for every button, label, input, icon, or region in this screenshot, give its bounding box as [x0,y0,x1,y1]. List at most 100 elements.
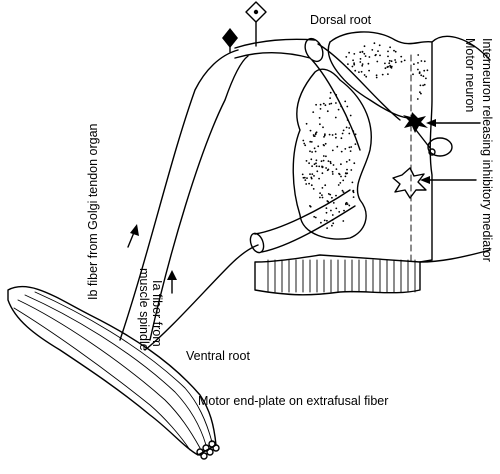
stipple-dot [361,64,364,67]
stipple-dot [322,144,325,146]
stipple-dot [327,193,330,195]
stipple-dot [420,60,423,62]
stipple-dot [422,84,424,87]
stipple-dot [390,60,393,63]
stipple-dot [420,74,423,77]
ventral-root-upper [254,189,351,235]
stipple-dot [345,126,348,129]
label-ia-fiber-1: Ia fiber from [150,280,164,347]
stipple-dot [331,149,334,152]
diamond-open-dot [253,9,259,15]
label-motor-neuron: Motor neuron [463,38,477,112]
stipple-dot [363,74,366,76]
stipple-dot [379,54,381,57]
stipple-dot [318,165,321,168]
stipple-dot [335,136,337,139]
stipple-dot [331,173,334,175]
stipple-dot [400,55,403,58]
stipple-dot [329,193,332,196]
stipple-dot [309,129,312,132]
stipple-dot [324,184,327,187]
stipple-dot [329,97,331,99]
stipple-dot [308,182,310,185]
stipple-dot [388,59,391,62]
stipple-dot [319,123,321,126]
stipple-dot [342,220,345,222]
stipple-dot [352,191,355,194]
stipple-dot [320,221,322,224]
stipple-dot [375,53,377,56]
stipple-dot [311,151,313,153]
stipple-dot [334,116,337,119]
muscle-fiber [13,307,191,451]
stipple-dot [338,172,340,175]
stipple-dot [348,159,351,161]
stipple-dot [387,50,389,53]
tendon-bundle [196,440,220,460]
stipple-dot [317,145,320,148]
stipple-dot [350,169,353,171]
stipple-dot [331,170,334,173]
stipple-dot [323,134,326,137]
stipple-dot [301,173,304,176]
ib-fiber [119,49,239,341]
stipple-dot [313,175,315,177]
dorsal-root-upper [234,38,316,49]
stipple-dot [313,163,316,166]
interneuron-body [403,112,428,133]
stipple-dot [318,117,321,119]
stipple-dot [394,50,397,53]
stipple-dot [346,168,348,171]
hatching [267,259,416,293]
stipple-dot [364,55,367,57]
stipple-dot [319,103,322,106]
stipple-dot [326,169,329,172]
dorsal-fiber-1 [317,43,401,121]
stipple-dot [348,146,351,149]
stipple-dot [331,224,333,227]
stipple-dot [342,179,345,182]
stipple-dot [331,214,334,216]
cord-right-edge [431,35,491,61]
interneuron-pointer-head [426,119,436,127]
stipple-dot [313,215,316,218]
stipple-dot [400,60,403,63]
stipple-dot [352,189,355,192]
stipple-dot [310,184,313,187]
stipple-dot [328,103,331,105]
stipple-dot [359,51,362,54]
label-motor-end-plate: Motor end-plate on extrafusal fiber [198,394,388,408]
stipple-dot [353,62,355,65]
stipple-dot [342,129,345,132]
stipple-dot [324,104,327,107]
stipple-dot [310,141,313,143]
stipple-dot [347,63,349,65]
stipple-dot [321,194,323,197]
stipple-dot [351,65,354,68]
stipple-dot [325,155,327,158]
stipple-dot [368,56,371,58]
stipple-dot [394,59,396,61]
stipple-dot [335,168,338,171]
stipple-dot [403,59,406,62]
dorsal-root-tube [234,37,401,151]
diamond-filled-icon [222,28,238,48]
stipple-dot [322,126,324,129]
stipple-dot [330,102,333,105]
stipple-dot [419,91,421,94]
stipple-dot [331,134,334,136]
muscle-fiber [17,299,201,449]
stipple-dot [375,76,378,79]
stipple-dot [326,227,328,230]
stipple-dot [325,167,327,169]
stipple-dot [340,137,343,140]
stipple-dot [321,166,324,169]
stipple-dot [344,148,347,150]
stipple-dot [319,196,321,199]
stipple-dot [321,172,324,175]
stipple-dot [349,150,352,153]
stipple-dot [332,222,335,225]
stipple-dot [360,70,363,73]
stipple-dot [359,58,362,60]
